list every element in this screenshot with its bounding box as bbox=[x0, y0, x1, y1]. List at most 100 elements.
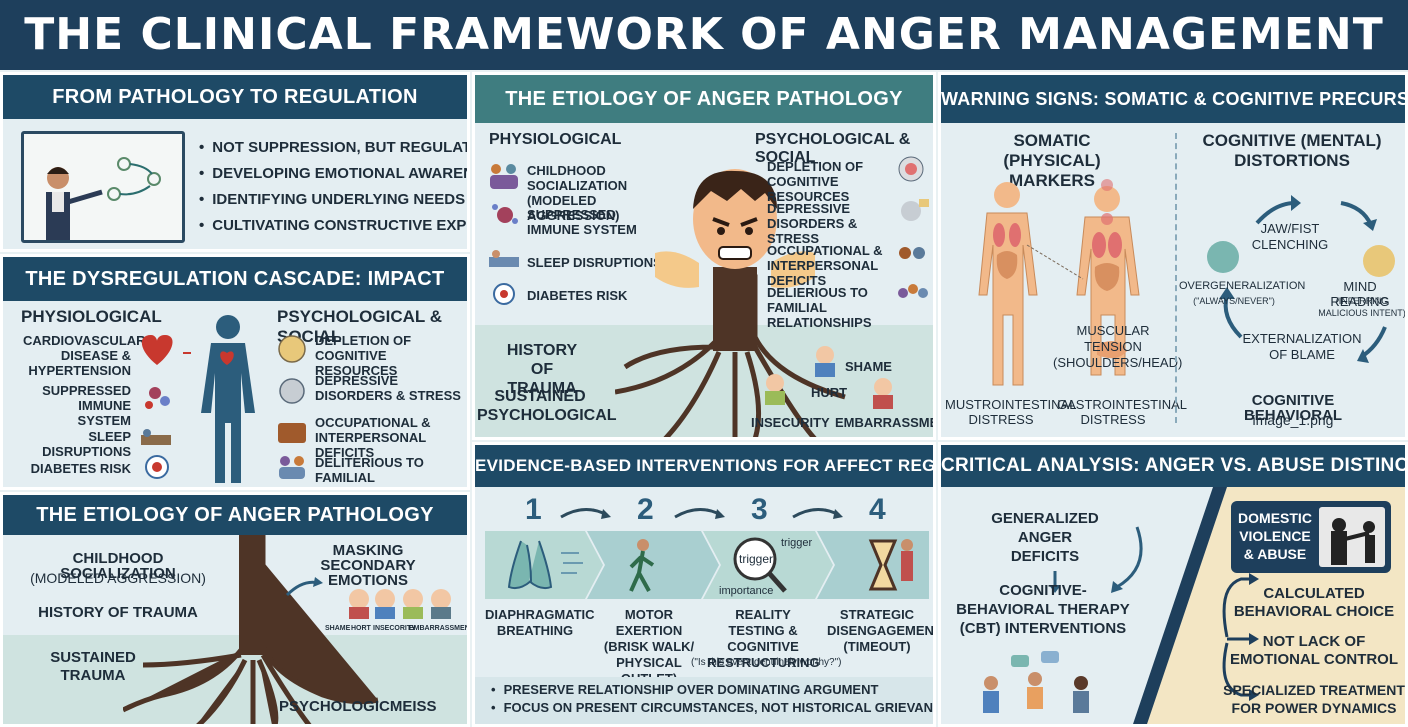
bullet-item: CULTIVATING CONSTRUCTIVE EXPRESSION bbox=[199, 213, 467, 239]
etiology-phys-immune: SUPPRESSED IMMUNE SYSTEM bbox=[527, 207, 637, 237]
cognitive-behavioral-footer: COGNITIVE BEHAVIORAL bbox=[1243, 392, 1343, 424]
etiology-psy-familial: DELIERIOUS TO FAMILIAL RELATIONSHIPS bbox=[767, 285, 872, 330]
domestic-violence-box: DOMESTIC VIOLENCE & ABUSE bbox=[1231, 501, 1391, 573]
step-number-1: 1 bbox=[525, 493, 542, 526]
panel-anger-vs-abuse: CRITICAL ANALYSIS: ANGER VS. ABUSE DISTI… bbox=[938, 442, 1408, 727]
physiological-title: PHYSIOLOGICAL bbox=[489, 131, 622, 148]
emotion-embarrassment: EMBARRASSMENT bbox=[835, 415, 933, 430]
abuse-specialized-treatment: SPECIALIZED TREATMENT FOR POWER DYNAMICS bbox=[1223, 682, 1405, 716]
panel-header: FROM PATHOLOGY TO REGULATION bbox=[3, 75, 467, 119]
emotion-hurt: HURT bbox=[811, 385, 848, 400]
emotion-embarrassment: EMBARRASSMENT bbox=[409, 625, 470, 632]
panel-header: THE ETIOLOGY OF ANGER PATHOLOGY bbox=[475, 75, 933, 123]
image-filename-footer: image_1.png bbox=[1252, 412, 1334, 428]
impact-diabetes: DIABETES RISK bbox=[30, 461, 131, 476]
distortion-externalization: EXTERNALIZATION OF BLAME bbox=[1242, 331, 1362, 362]
panel-interventions: EVIDENCE-BASED INTERVENTIONS FOR AFFECT … bbox=[472, 442, 936, 727]
distortion-jaw-clenching: JAW/FIST CLENCHING bbox=[1251, 221, 1329, 252]
step-arrows bbox=[485, 508, 929, 599]
etiology-phys-diabetes: DIABETES RISK bbox=[527, 288, 628, 303]
emotion-shame: SHAME bbox=[845, 359, 892, 374]
psychosocial-title: PSYCHOLOGICAL & SOCIAL bbox=[755, 131, 911, 166]
somatic-title: SOMATIC (PHYSICAL) MARKERS bbox=[1003, 131, 1101, 190]
physiological-icons bbox=[489, 164, 519, 305]
emotion-hurt: HORT bbox=[351, 625, 371, 632]
impact-sleep: SLEEP DISRUPTIONS bbox=[42, 429, 131, 459]
etiology-psy-depressive: DEPRESSIVE DISORDERS & STRESS bbox=[767, 201, 858, 246]
somatic-gastrointestinal: GASTROINTESTINAL DISTRESS bbox=[1057, 397, 1188, 427]
emotion-shame: SHAME bbox=[325, 625, 351, 632]
page-title: THE CLINICAL FRAMEWORK OF ANGER MANAGEME… bbox=[0, 0, 1408, 70]
trigger-word-top: trigger bbox=[781, 537, 813, 549]
etiology-psy-occupational: OCCUPATIONAL & INTERPERSONAL DEFICITS bbox=[767, 243, 883, 288]
distortion-mind-reading-note: (INFERRING MALICIOUS INTENT) bbox=[1318, 296, 1406, 318]
intervention-bullets: PRESERVE RELATIONSHIP OVER DOMINATING AR… bbox=[491, 681, 933, 717]
domestic-violence-label: DOMESTIC VIOLENCE & ABUSE bbox=[1238, 510, 1312, 562]
emotion-insecurity: INSECORITY bbox=[373, 625, 416, 632]
emotion-figures bbox=[765, 346, 893, 409]
etiology-psy-cognitive: DEPLETION OF COGNITIVE RESOURCES bbox=[767, 159, 864, 204]
etiology-childhood: CHILDHOOD SOCIALIZATION bbox=[60, 550, 176, 582]
psychosocial-icons bbox=[898, 156, 929, 298]
panel-header: CRITICAL ANALYSIS: ANGER VS. ABUSE DISTI… bbox=[941, 445, 1405, 487]
distortion-cycle bbox=[1207, 195, 1395, 363]
distortion-overgeneralization-note: ("ALWAYS/NEVER") bbox=[1193, 296, 1275, 306]
masking-secondary-emotions: MASKING SECONDARY EMOTIONS bbox=[320, 542, 416, 589]
bullet-item: FOCUS ON PRESENT CIRCUMSTANCES, NOT HIST… bbox=[491, 699, 933, 717]
abuse-illustration bbox=[1319, 507, 1385, 567]
step-label-reality: REALITY TESTING & COGNITIVE RESTRUCTURIN… bbox=[707, 607, 820, 670]
body-anatomy-figures bbox=[978, 179, 1140, 386]
step-label-breathing: DIAPHRAGMATIC BREATHING bbox=[485, 607, 595, 638]
generalized-anger-deficits: GENERALIZED ANGER DEFICITS bbox=[991, 510, 1099, 565]
psy-item-depressive: DEPRESSIVE DISORDERS & STRESS bbox=[315, 373, 461, 403]
abuse-calculated-choice: CALCULATED BEHAVIORAL CHOICE bbox=[1233, 585, 1395, 620]
divider bbox=[1175, 133, 1177, 423]
physiological-title: PHYSIOLOGICAL bbox=[21, 307, 162, 326]
emotion-faces bbox=[349, 589, 451, 619]
distortion-mind-reading: MIND READING bbox=[1330, 279, 1390, 309]
panel-etiology-left: THE ETIOLOGY OF ANGER PATHOLOGY CHILDHOO… bbox=[0, 492, 470, 727]
importance-word: importance bbox=[719, 585, 774, 597]
panel-warning-signs: WARNING SIGNS: SOMATIC & COGNITIVE PRECU… bbox=[938, 72, 1408, 440]
etiology-bottom-label: PSYCHOLOGICMEISS bbox=[279, 698, 437, 715]
somatic-muscular-tension: MUSCULAR TENSION (SHOULDERS/HEAD) bbox=[1053, 323, 1183, 370]
etiology-phys-childhood: CHILDHOOD SOCIALIZATION (MODELED AGGRESS… bbox=[527, 163, 628, 223]
impact-immune: SUPPRESSED IMMUNE SYSTEM bbox=[42, 383, 131, 428]
step-number-3: 3 bbox=[751, 493, 768, 526]
impact-icons-right bbox=[278, 335, 306, 479]
step-label-disengagement: STRATEGIC DISENGAGEMENT (TIMEOUT) bbox=[827, 607, 936, 654]
step-label-motor: MOTOR EXERTION (BRISK WALK/ PHYSICAL OUT… bbox=[603, 607, 695, 686]
presenter-illustration bbox=[21, 131, 185, 243]
bullet-item: NOT SUPPRESSION, BUT REGULATION bbox=[199, 135, 467, 161]
etiology-phys-sleep: SLEEP DISRUPTIONS bbox=[527, 255, 662, 270]
impact-icons-left bbox=[141, 335, 173, 479]
etiology-modeled-aggression: (MODELED AGGRESSION) bbox=[30, 570, 206, 586]
panel-header: THE DYSREGULATION CASCADE: IMPACT bbox=[3, 257, 467, 301]
root-sustained-psychological: SUSTAINED PSYCHOLOGICAL bbox=[477, 388, 617, 424]
panel-etiology-center: THE ETIOLOGY OF ANGER PATHOLOGY PHYSIOLO… bbox=[472, 72, 936, 440]
panel-header: WARNING SIGNS: SOMATIC & COGNITIVE PRECU… bbox=[941, 75, 1405, 123]
bullet-item: DEVELOPING EMOTIONAL AWARENESS bbox=[199, 161, 467, 187]
bullet-item: IDENTIFYING UNDERLYING NEEDS bbox=[199, 187, 467, 213]
etiology-trauma-history: HISTORY OF TRAUMA bbox=[38, 604, 198, 621]
distortion-overgeneralization: OVERGENERALIZATION bbox=[1179, 280, 1306, 292]
etiology-trauma: TRAUMA bbox=[60, 667, 126, 684]
cbt-interventions: COGNITIVE-BEHAVIORAL THERAPY (CBT) INTER… bbox=[956, 582, 1130, 637]
panel-dysregulation-cascade: THE DYSREGULATION CASCADE: IMPACT PHYSIO… bbox=[0, 254, 470, 490]
panel-header: EVIDENCE-BASED INTERVENTIONS FOR AFFECT … bbox=[475, 445, 933, 487]
step-number-2: 2 bbox=[637, 493, 654, 526]
tree-roots-illustration bbox=[123, 535, 379, 724]
somatic-mustrointestinal: MUSTROINTESTINAL DISTRESS bbox=[945, 397, 1077, 427]
psy-item-occupational: OCCUPATIONAL & INTERPERSONAL DEFICITS bbox=[315, 415, 431, 460]
root-history-trauma: HISTORY OF TRAUMA bbox=[506, 342, 578, 397]
panel-header: THE ETIOLOGY OF ANGER PATHOLOGY bbox=[3, 495, 467, 535]
step-number-4: 4 bbox=[869, 493, 886, 526]
trigger-word-center: trigger bbox=[739, 552, 774, 566]
cognitive-title: COGNITIVE (MENTAL) DISTORTIONS bbox=[1202, 131, 1382, 170]
panel-pathology-to-regulation: FROM PATHOLOGY TO REGULATION NOT SUPPRES… bbox=[0, 72, 470, 252]
regulation-bullet-list: NOT SUPPRESSION, BUT REGULATION DEVELOPI… bbox=[199, 135, 467, 239]
human-body-figure bbox=[183, 315, 255, 483]
abuse-not-lack-control: NOT LACK OF EMOTIONAL CONTROL bbox=[1229, 633, 1399, 668]
psy-item-cognitive: DEPLETION OF COGNITIVE RESOURCES bbox=[315, 333, 412, 378]
impact-cardiovascular: CARDIOVASCULAR DISEASE & HYPERTENSION bbox=[23, 333, 146, 378]
